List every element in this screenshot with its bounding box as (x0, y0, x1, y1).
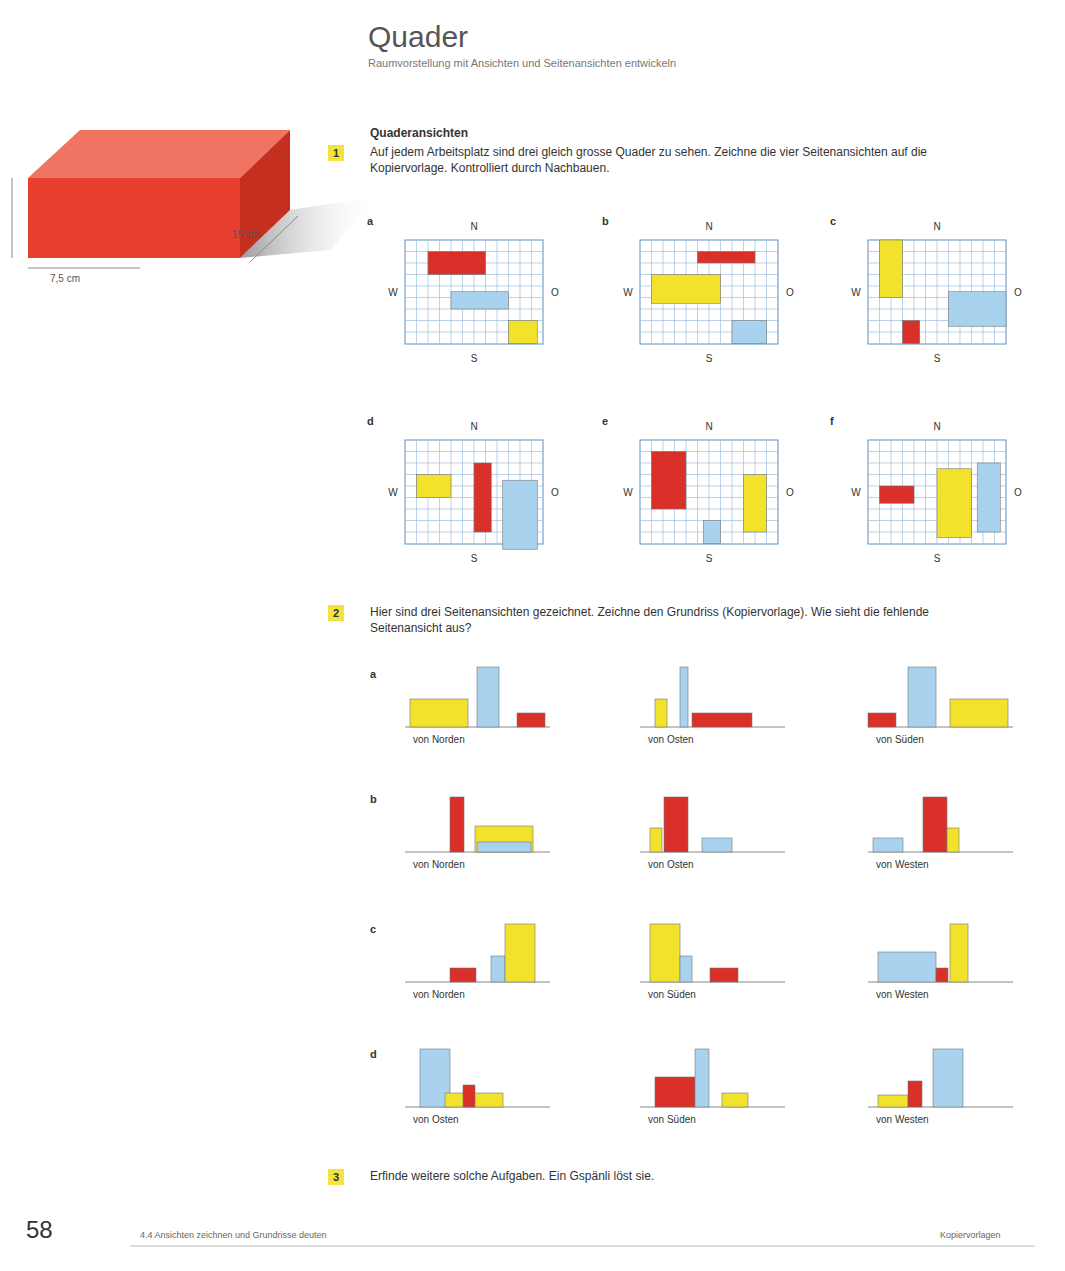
compass-letter: W (623, 286, 632, 299)
compass-letter: S (934, 352, 941, 365)
view-label: von Westen (876, 988, 929, 1001)
footer-text: 4.4 Ansichten zeichnen und Grundrisse de… (140, 1230, 327, 1242)
task-letter: b (370, 792, 377, 806)
task-text: Auf jedem Arbeitsplatz sind drei gleich … (370, 145, 1000, 176)
compass-letter: S (706, 352, 713, 365)
grid-views (405, 240, 1006, 549)
task-number-text: 3 (333, 1171, 339, 1183)
view-label: von Osten (413, 1113, 459, 1126)
compass-letter: O (551, 486, 559, 499)
side-views (405, 667, 1013, 1107)
task-text: Erfinde weitere solche Aufgaben. Ein Gsp… (370, 1169, 1000, 1185)
compass-letter: N (470, 220, 477, 233)
compass-letter: W (388, 286, 397, 299)
compass-letter: O (551, 286, 559, 299)
task-letter: d (367, 414, 374, 428)
view-label: von Norden (413, 988, 465, 1001)
task-letter: f (830, 414, 834, 428)
page-number: 58 (26, 1214, 53, 1245)
footer-text: Kopiervorlagen (940, 1230, 1001, 1242)
compass-letter: S (934, 552, 941, 565)
view-label: von Süden (876, 733, 924, 746)
view-label: von Norden (413, 733, 465, 746)
task-number: 3 (328, 1169, 344, 1185)
compass-letter: N (933, 420, 940, 433)
task-letter: e (602, 414, 608, 428)
compass-letter: W (851, 286, 860, 299)
task-text: Hier sind drei Seitenansichten gezeichne… (370, 605, 1000, 636)
view-label: von Süden (648, 1113, 696, 1126)
compass-letter: W (623, 486, 632, 499)
compass-letter: N (933, 220, 940, 233)
section-heading: Quaderansichten (370, 126, 468, 142)
task-number-text: 2 (333, 607, 339, 619)
compass-letter: W (851, 486, 860, 499)
view-label: von Norden (413, 858, 465, 871)
brick-illustration (12, 130, 380, 268)
compass-letter: O (1014, 286, 1022, 299)
compass-letter: O (786, 486, 794, 499)
dimension: 7,5 cm (50, 272, 80, 285)
view-label: von Westen (876, 858, 929, 871)
view-label: von Süden (648, 988, 696, 1001)
dimension: 15 cm (232, 228, 259, 241)
subtitle: Raumvorstellung mit Ansichten und Seiten… (368, 56, 988, 70)
compass-letter: N (470, 420, 477, 433)
task-letter: b (602, 214, 609, 228)
task-letter: a (367, 214, 373, 228)
footer-rule (130, 1246, 1035, 1247)
task-letter: a (370, 667, 376, 681)
task-number: 1 (328, 145, 344, 161)
task-letter: c (830, 214, 836, 228)
compass-letter: O (1014, 486, 1022, 499)
page-title: Quader (368, 20, 468, 54)
compass-letter: W (388, 486, 397, 499)
compass-letter: N (705, 420, 712, 433)
compass-letter: S (471, 352, 478, 365)
view-label: von Osten (648, 733, 694, 746)
task-number: 2 (328, 605, 344, 621)
view-label: von Westen (876, 1113, 929, 1126)
compass-letter: S (471, 552, 478, 565)
task-letter: d (370, 1047, 377, 1061)
compass-letter: S (706, 552, 713, 565)
task-letter: c (370, 922, 376, 936)
compass-letter: N (705, 220, 712, 233)
task-number-text: 1 (333, 147, 339, 159)
view-label: von Osten (648, 858, 694, 871)
compass-letter: O (786, 286, 794, 299)
